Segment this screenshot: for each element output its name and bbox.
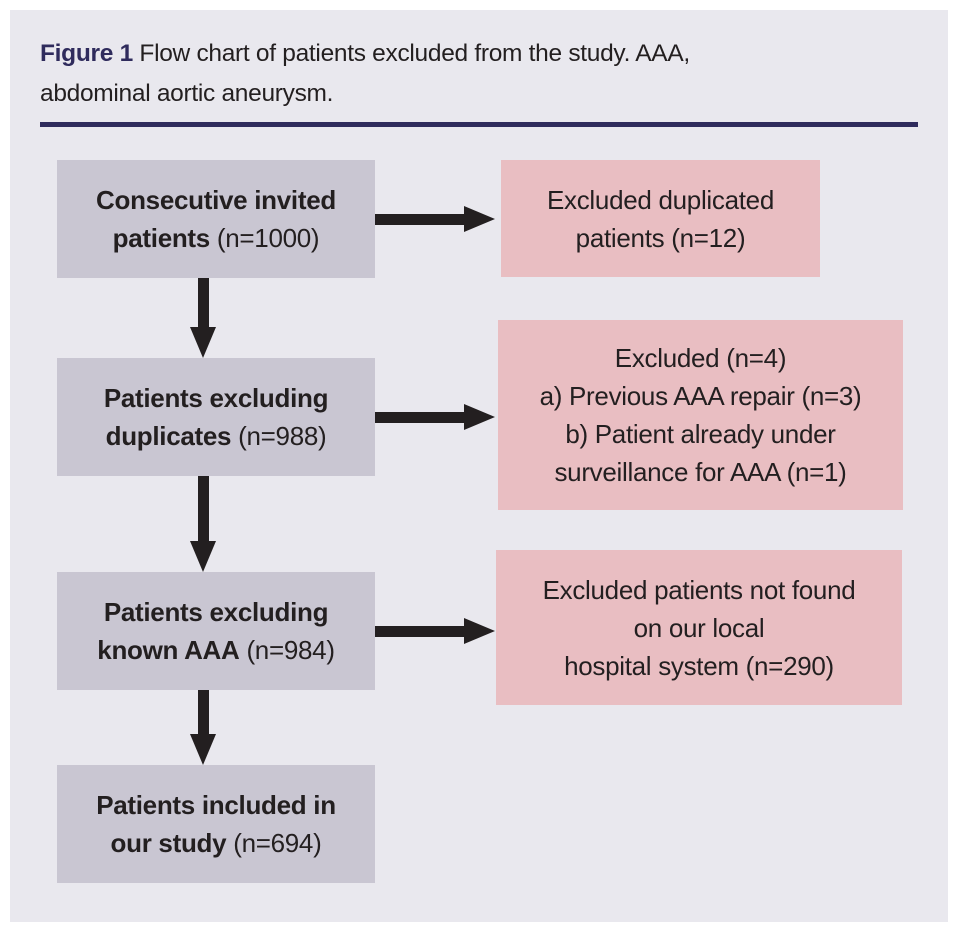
flow-box-patients-excluding-known-aaa: Patients excluding known AAA (n=984) — [57, 572, 375, 690]
flow-box-excluded-n4: Excluded (n=4) a) Previous AAA repair (n… — [498, 320, 903, 510]
flow-box-text: Patients excluding known AAA (n=984) — [97, 593, 335, 669]
down-arrow-2 — [185, 476, 221, 572]
flow-box-consecutive-invited-patients: Consecutive invited patients (n=1000) — [57, 160, 375, 278]
flow-box-text: Patients included in our study (n=694) — [96, 786, 336, 862]
flow-box-excluded-duplicated-patients: Excluded duplicated patients (n=12) — [501, 160, 820, 277]
right-arrow-3 — [375, 613, 495, 649]
flow-box-text: Excluded patients not found on our local… — [542, 574, 856, 681]
down-arrow-3 — [185, 690, 221, 765]
arrow-shaft — [197, 690, 209, 734]
caption-divider — [40, 122, 918, 127]
arrow-shaft — [375, 213, 464, 225]
flow-box-patients-excluding-duplicates: Patients excluding duplicates (n=988) — [57, 358, 375, 476]
flow-box-text: Excluded (n=4) a) Previous AAA repair (n… — [539, 343, 862, 487]
arrow-shaft — [197, 278, 209, 327]
flow-box-text-bold: Patients excluding known AAA — [97, 597, 329, 665]
flow-box-text-count: (n=984) — [239, 635, 335, 665]
figure-caption-label: Figure 1 — [40, 40, 133, 67]
flow-box-text: Excluded duplicated patients (n=12) — [546, 184, 775, 253]
figure-1-panel: Figure 1 Flow chart of patients excluded… — [10, 10, 948, 922]
down-arrow-1 — [185, 278, 221, 358]
arrowhead-right-icon — [464, 206, 495, 232]
figure-caption-text: Flow chart of patients excluded from the… — [40, 40, 690, 107]
flow-box-text: Patients excluding duplicates (n=988) — [103, 379, 329, 455]
arrowhead-right-icon — [464, 404, 495, 430]
flow-box-text-bold: Patients included in our study — [96, 790, 336, 858]
flow-box-text-count: (n=988) — [231, 421, 327, 451]
flow-box-text-bold: Patients excluding duplicates — [103, 383, 329, 451]
flow-box-text-bold: Consecutive invited patients — [96, 185, 336, 253]
flow-box-text: Consecutive invited patients (n=1000) — [96, 181, 336, 257]
arrow-shaft — [375, 625, 464, 637]
flow-box-excluded-patients-not-found: Excluded patients not found on our local… — [496, 550, 902, 705]
arrow-shaft — [375, 411, 464, 423]
arrowhead-down-icon — [190, 734, 216, 765]
arrowhead-down-icon — [190, 541, 216, 572]
figure-caption: Figure 1 Flow chart of patients excluded… — [40, 34, 900, 114]
arrowhead-down-icon — [190, 327, 216, 358]
arrow-shaft — [197, 476, 209, 541]
right-arrow-1 — [375, 201, 495, 237]
flow-box-text-count: (n=694) — [226, 828, 322, 858]
arrowhead-right-icon — [464, 618, 495, 644]
flow-box-text-count: (n=1000) — [209, 223, 320, 253]
right-arrow-2 — [375, 399, 495, 435]
flow-box-patients-included-in-study: Patients included in our study (n=694) — [57, 765, 375, 883]
